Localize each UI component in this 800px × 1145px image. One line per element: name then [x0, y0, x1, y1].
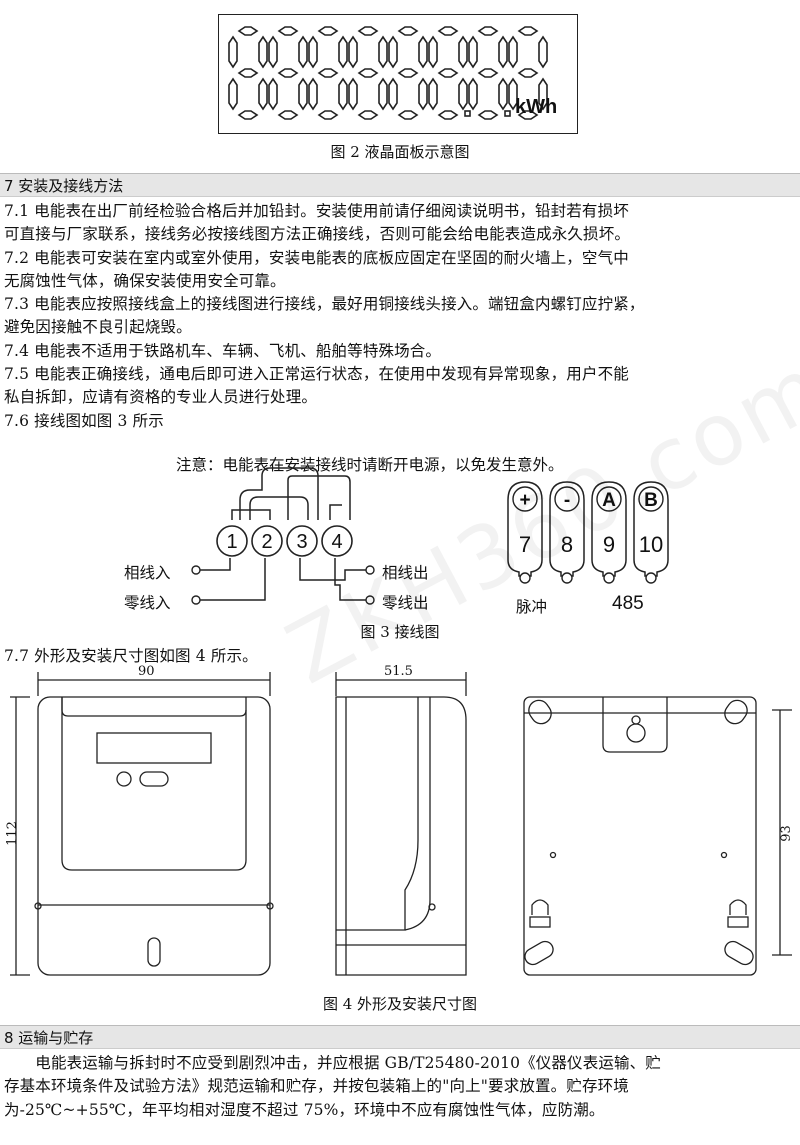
figure4-caption: 图 4 外形及安装尺寸图	[322, 995, 478, 1013]
paragraph-line: 存基本环境条件及试验方法》规范运输和贮存，并按包装箱上的"向上"要求放置。贮存环…	[4, 1077, 629, 1096]
depth-dimension: 51.5	[384, 664, 413, 679]
svg-text:1: 1	[226, 531, 237, 553]
mount-dimension: 93	[778, 825, 794, 842]
rs485-label: 485	[612, 593, 644, 614]
width-dimension: 90	[138, 664, 155, 679]
paragraph-line: 7.1 电能表在出厂前经检验合格后并加铅封。安装使用前请仔细阅读说明书，铅封若有…	[4, 202, 629, 220]
paragraph-line: 7.2 电能表可安装在室内或室外使用，安装电能表的底板应固定在坚固的耐火墙上，空…	[4, 248, 629, 267]
section7-body: 7.1 电能表在出厂前经检验合格后并加铅封。安装使用前请仔细阅读说明书，铅封若有…	[4, 200, 798, 433]
section8-heading: 8 运输与贮存	[0, 1025, 800, 1049]
paragraph-line: 7.3 电能表应按照接线盒上的接线图进行接线，最好用铜接线头接入。端钮盒内螺钉应…	[4, 295, 645, 314]
paragraph-line: 可直接与厂家联系，接线务必按接线图方法正确接线，否则可能会给电能表造成永久损坏。	[4, 225, 631, 244]
line-7-7: 7.7 外形及安装尺寸图如图 4 所示。	[4, 647, 258, 665]
paragraph-line: 为-25℃~+55℃，年平均相对湿度不超过 75%，环境中不应有腐蚀性气体，应防…	[4, 1100, 605, 1119]
figure3-caption: 图 3 接线图	[360, 623, 440, 641]
paragraph-line: 避免因接触不良引起烧毁。	[4, 318, 192, 337]
height-dimension: 112	[4, 821, 20, 846]
lcd-digit	[308, 26, 348, 120]
phase-out-label: 相线出	[382, 564, 429, 582]
wiring-terminal-1: 1	[216, 525, 248, 557]
lcd-digit	[388, 26, 428, 120]
pulse-label: 脉冲	[516, 598, 548, 616]
lcd-digits: kWh	[228, 26, 557, 120]
lcd-digit	[428, 26, 471, 120]
section7-heading: 7 安装及接线方法	[0, 173, 800, 197]
neutral-out-label: 零线出	[382, 594, 429, 612]
safety-note: 注意：电能表在安装接线时请断开电源，以免发生意外。	[176, 456, 564, 474]
section8-body: 电能表运输与拆封时不应受到剧烈冲击，并应根据 GB/T25480-2010《仪器…	[4, 1052, 798, 1122]
paragraph-line: 私自拆卸，应请有资格的专业人员进行处理。	[4, 388, 318, 407]
wiring-terminal-2: 2	[251, 525, 283, 557]
lcd-unit: kWh	[515, 96, 557, 118]
lcd-digit	[348, 26, 388, 120]
paragraph-line: 7.4 电能表不适用于铁路机车、车辆、飞机、船舶等特殊场合。	[4, 341, 442, 360]
svg-text:4: 4	[331, 531, 342, 553]
svg-text:2: 2	[261, 531, 272, 553]
paragraph-line: 无腐蚀性气体，确保安装使用安全可靠。	[4, 271, 286, 290]
neutral-in-label: 零线入	[124, 594, 171, 612]
svg-text:10: 10	[639, 532, 663, 557]
lcd-panel: kWh	[218, 14, 578, 134]
paragraph-line: 电能表运输与拆封时不应受到剧烈冲击，并应根据 GB/T25480-2010《仪器…	[4, 1054, 661, 1072]
wiring-terminal-3: 3	[286, 525, 318, 557]
paragraph-line: 7.6 接线图如图 3 所示	[4, 411, 164, 430]
svg-text:3: 3	[296, 531, 307, 553]
lcd-digit	[268, 26, 308, 120]
lcd-digit	[508, 26, 548, 120]
phase-in-label: 相线入	[124, 564, 171, 582]
lcd-digit	[468, 26, 511, 120]
paragraph-line: 7.5 电能表正确接线，通电后即可进入正常运行状态，在使用中发现有异常现象，用户…	[4, 365, 629, 384]
figure2-caption: 图 2 液晶面板示意图	[330, 143, 470, 161]
wiring-terminal-4: 4	[321, 525, 353, 557]
lcd-digit	[228, 26, 268, 120]
